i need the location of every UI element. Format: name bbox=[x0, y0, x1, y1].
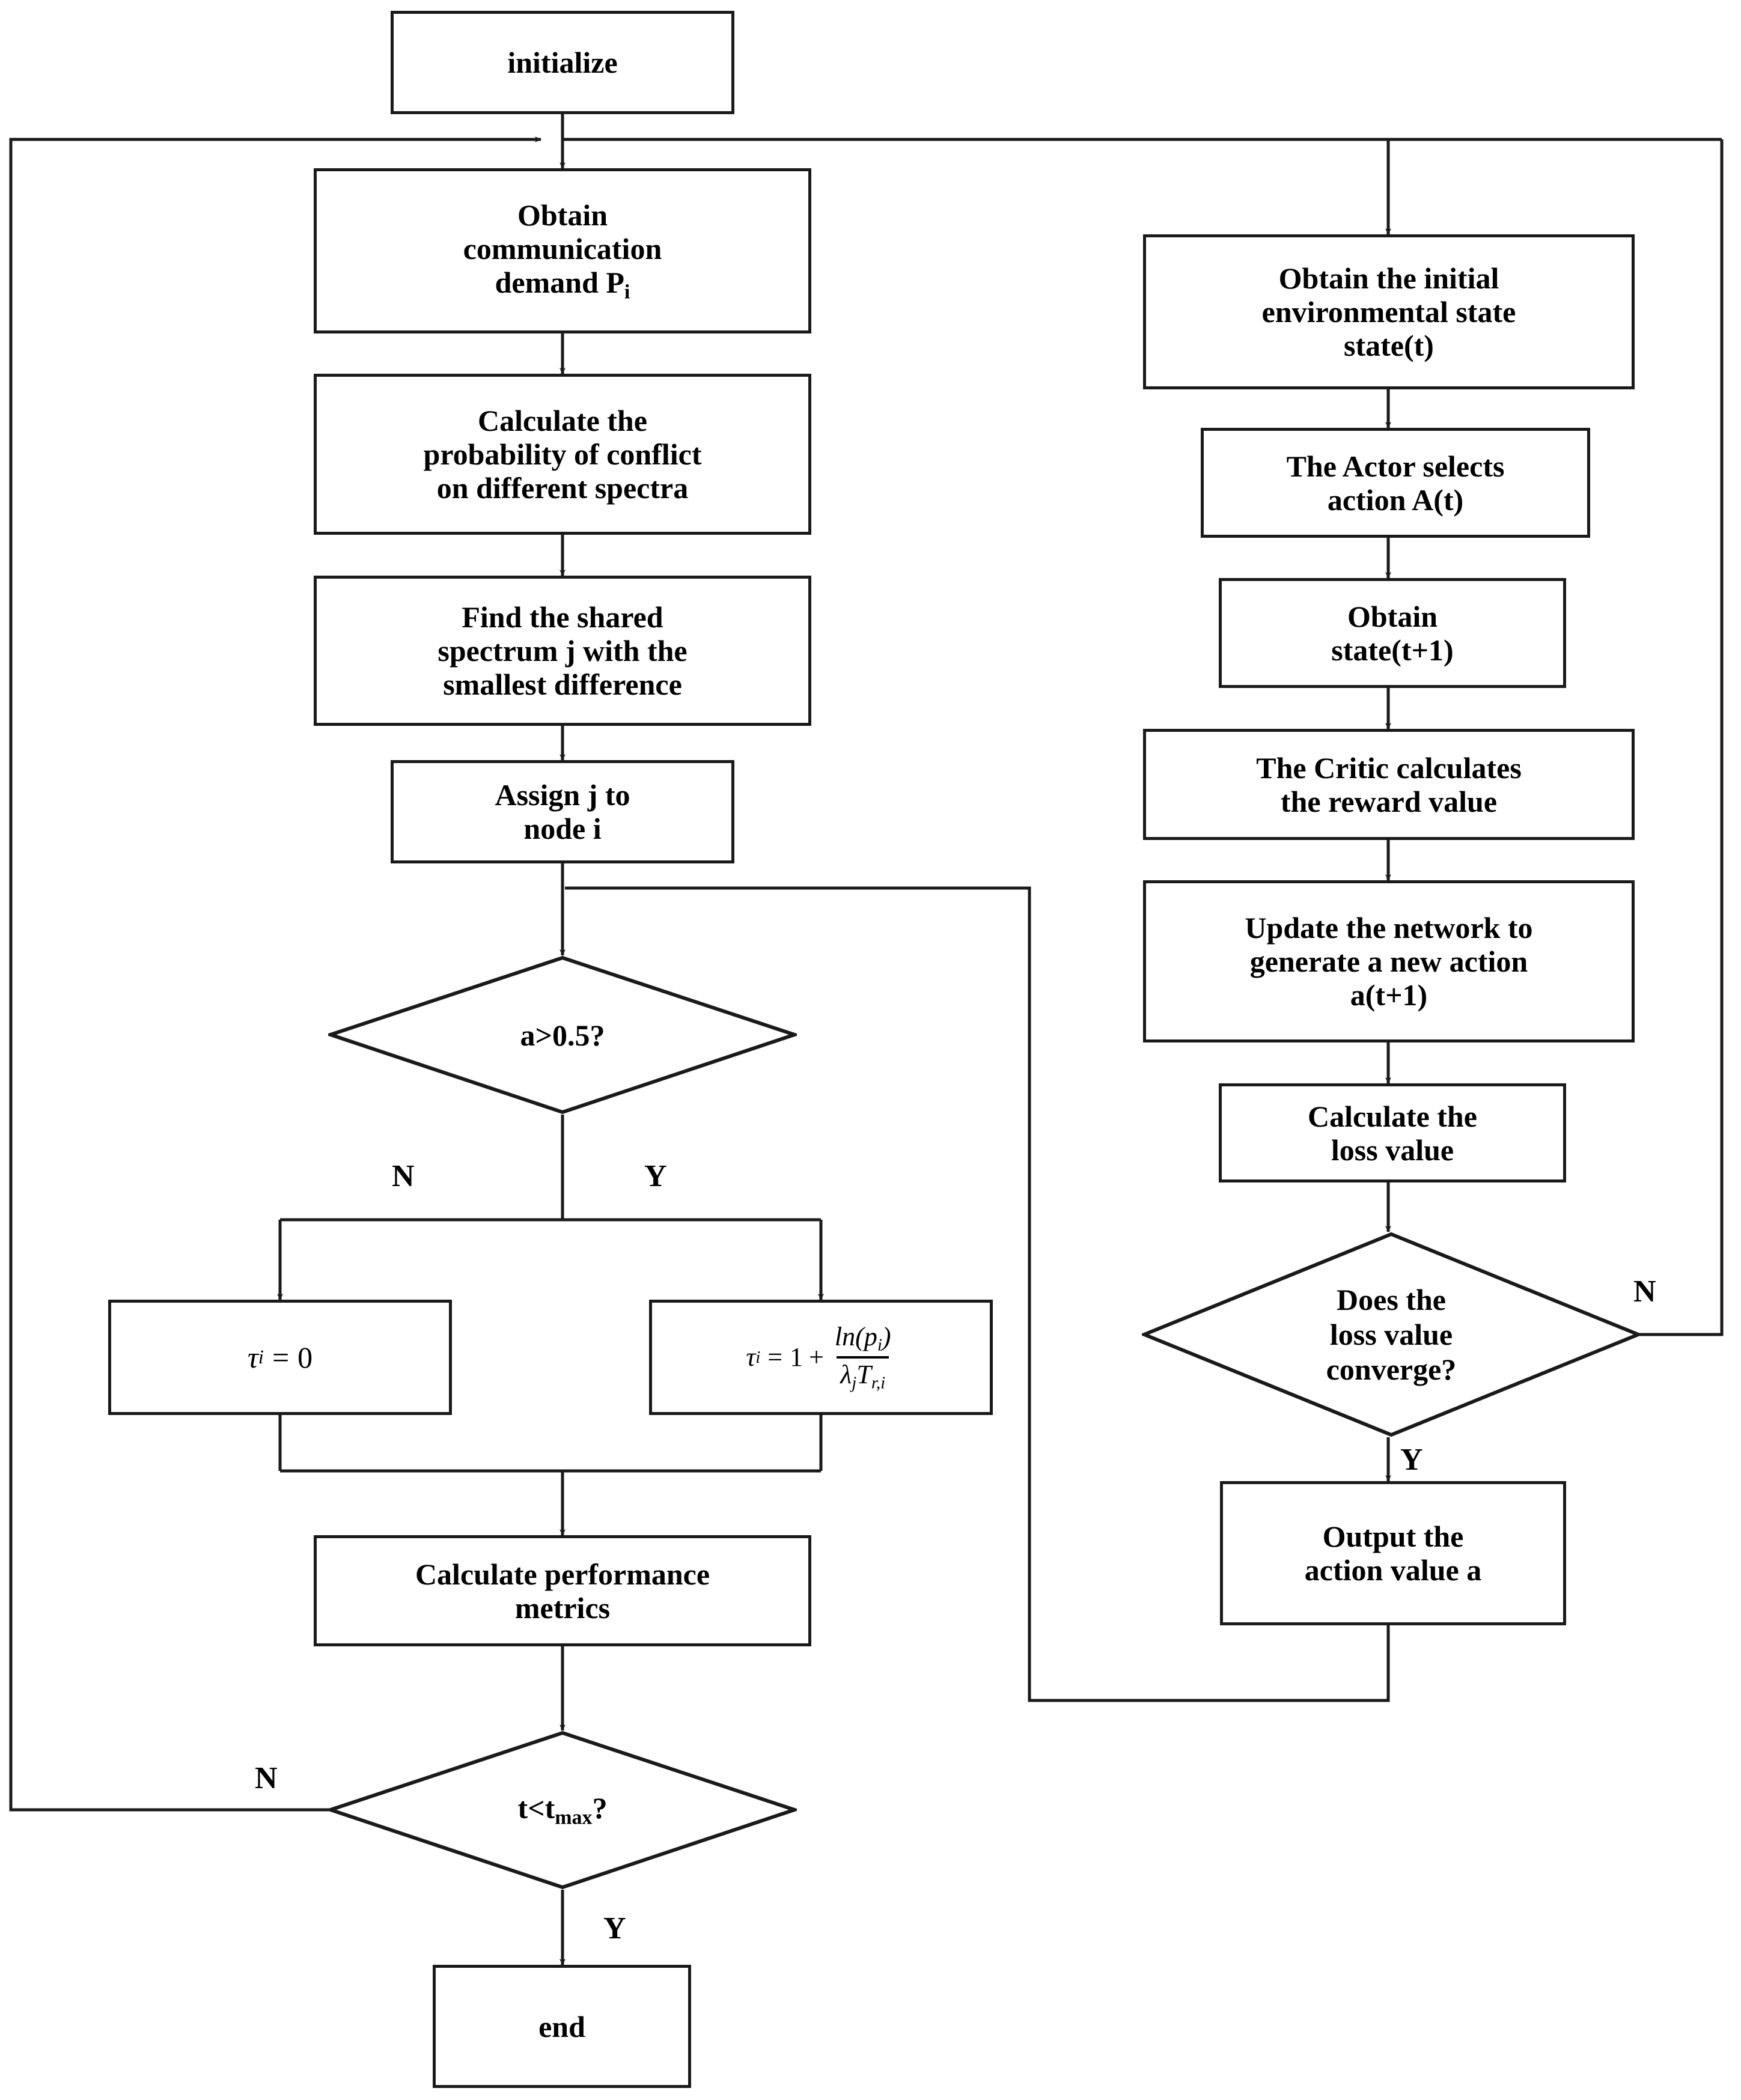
converge-line1: Does the bbox=[1337, 1283, 1446, 1316]
node-initialize-label: initialize bbox=[507, 46, 618, 79]
node-obtain-demand-line1: Obtain bbox=[517, 198, 608, 232]
node-find-spectrum[interactable]: Find the shared spectrum j with the smal… bbox=[314, 576, 811, 726]
node-calc-metrics-line1: Calculate performance bbox=[415, 1557, 710, 1591]
node-obtain-demand-line3: demand P bbox=[495, 265, 624, 299]
node-find-spectrum-line2: spectrum j with the bbox=[438, 634, 688, 668]
node-obtain-state[interactable]: Obtain the initial environmental state s… bbox=[1143, 234, 1635, 389]
edge-label-converge-no: N bbox=[1633, 1274, 1656, 1309]
node-obtain-demand-sub: i bbox=[624, 281, 630, 303]
edge-label-t-no: N bbox=[255, 1761, 278, 1795]
node-obtain-demand-line2: communication bbox=[463, 231, 662, 266]
decision-a-qmark: ? bbox=[590, 1018, 605, 1052]
node-critic-reward-line1: The Critic calculates bbox=[1256, 750, 1522, 785]
decision-a-diamond-shape bbox=[328, 955, 797, 1115]
tau-log-lambda: λ bbox=[840, 1360, 852, 1389]
tau-log-lhs: τ bbox=[746, 1342, 756, 1372]
decision-t-diamond-shape bbox=[328, 1730, 797, 1890]
edge-label-a-no: N bbox=[392, 1159, 415, 1193]
converge-line3: converge? bbox=[1326, 1353, 1457, 1386]
tau-log-p: p bbox=[864, 1321, 877, 1351]
node-calc-conflict[interactable]: Calculate the probability of conflict on… bbox=[314, 374, 811, 535]
tau-log-T-sub: r,i bbox=[871, 1373, 886, 1393]
converge-line2: loss value bbox=[1329, 1318, 1453, 1351]
edge-label-a-yes: Y bbox=[644, 1159, 667, 1193]
node-assign-j[interactable]: Assign j to node i bbox=[391, 760, 734, 863]
node-critic-reward-line2: the reward value bbox=[1280, 784, 1498, 818]
edge-label-converge-yes: Y bbox=[1400, 1443, 1423, 1477]
node-output-action[interactable]: Output the action value a bbox=[1220, 1481, 1566, 1625]
node-obtain-state-next-line1: Obtain bbox=[1347, 599, 1438, 633]
tau-log-numerator: ln(pi) bbox=[831, 1322, 895, 1356]
node-obtain-state-line2: environmental state bbox=[1261, 295, 1516, 329]
node-actor-action-line1: The Actor selects bbox=[1286, 449, 1505, 483]
tau-log-one: 1 bbox=[790, 1342, 803, 1372]
node-update-network[interactable]: Update the network to generate a new act… bbox=[1143, 880, 1635, 1042]
decision-t-qmark: ? bbox=[592, 1791, 608, 1825]
tau-zero-rhs: 0 bbox=[297, 1341, 313, 1374]
tau-log-T: T bbox=[856, 1360, 871, 1389]
tau-log-plus: + bbox=[809, 1342, 824, 1372]
decision-t-expr: t<t bbox=[517, 1791, 555, 1825]
node-decision-t[interactable]: t<tmax? bbox=[328, 1730, 797, 1890]
node-obtain-state-line3: state(t) bbox=[1344, 329, 1434, 362]
decision-t-sub: max bbox=[555, 1806, 593, 1829]
tau-zero-lhs-sub: i bbox=[258, 1346, 264, 1368]
node-actor-action[interactable]: The Actor selects action A(t) bbox=[1201, 428, 1590, 538]
node-calc-conflict-line1: Calculate the bbox=[478, 404, 647, 437]
node-calc-metrics[interactable]: Calculate performance metrics bbox=[314, 1535, 811, 1646]
node-decision-a-label: a>0.5? bbox=[520, 1018, 605, 1053]
node-decision-t-label: t<tmax? bbox=[517, 1791, 607, 1830]
node-decision-a[interactable]: a>0.5? bbox=[328, 955, 797, 1115]
node-find-spectrum-line3: smallest difference bbox=[443, 668, 682, 701]
tau-log-lambda-sub: j bbox=[852, 1373, 857, 1393]
decision-a-expr: a>0.5 bbox=[520, 1018, 590, 1052]
node-update-network-line3: a(t+1) bbox=[1350, 978, 1428, 1012]
node-calc-conflict-line2: probability of conflict bbox=[423, 437, 702, 471]
node-obtain-demand[interactable]: Obtain communication demand Pi bbox=[314, 168, 811, 333]
node-initialize[interactable]: initialize bbox=[391, 11, 734, 114]
node-update-network-line1: Update the network to bbox=[1245, 911, 1533, 945]
node-decision-converge-label: Does the loss value converge? bbox=[1326, 1282, 1457, 1387]
node-calc-conflict-line3: on different spectra bbox=[436, 471, 689, 505]
tau-zero-eq: = bbox=[272, 1341, 290, 1374]
node-end[interactable]: end bbox=[433, 1965, 691, 2088]
tau-log-paren: ) bbox=[882, 1321, 891, 1351]
node-find-spectrum-line1: Find the shared bbox=[462, 600, 663, 634]
tau-log-fraction: ln(pi) λjTr,i bbox=[831, 1322, 895, 1393]
decision-converge-diamond-shape bbox=[1142, 1232, 1641, 1437]
node-calc-metrics-line2: metrics bbox=[514, 1590, 611, 1625]
node-obtain-state-next-line2: state(t+1) bbox=[1331, 633, 1454, 667]
node-calc-loss[interactable]: Calculate the loss value bbox=[1219, 1083, 1566, 1182]
node-obtain-state-line1: Obtain the initial bbox=[1278, 261, 1499, 295]
node-update-network-line2: generate a new action bbox=[1249, 945, 1528, 978]
node-calc-loss-line1: Calculate the bbox=[1308, 1099, 1477, 1133]
tau-log-eq: = bbox=[767, 1342, 783, 1372]
node-output-action-line2: action value a bbox=[1304, 1553, 1482, 1587]
tau-log-denominator: λjTr,i bbox=[837, 1356, 889, 1393]
edge-label-t-yes: Y bbox=[603, 1911, 626, 1946]
node-obtain-state-next[interactable]: Obtain state(t+1) bbox=[1219, 578, 1566, 688]
node-decision-converge[interactable]: Does the loss value converge? bbox=[1142, 1232, 1641, 1437]
node-calc-loss-line2: loss value bbox=[1331, 1133, 1454, 1167]
tau-log-ln: ln( bbox=[834, 1321, 864, 1351]
tau-log-p-sub: i bbox=[877, 1335, 882, 1355]
node-end-label: end bbox=[538, 2009, 585, 2044]
node-assign-j-line2: node i bbox=[523, 812, 602, 845]
node-assign-j-line1: Assign j to bbox=[495, 778, 630, 812]
node-actor-action-line2: action A(t) bbox=[1327, 482, 1464, 517]
tau-zero-lhs: τ bbox=[247, 1341, 258, 1374]
tau-log-lhs-sub: i bbox=[755, 1347, 761, 1367]
node-output-action-line1: Output the bbox=[1322, 1520, 1464, 1553]
node-critic-reward[interactable]: The Critic calculates the reward value bbox=[1143, 729, 1635, 840]
